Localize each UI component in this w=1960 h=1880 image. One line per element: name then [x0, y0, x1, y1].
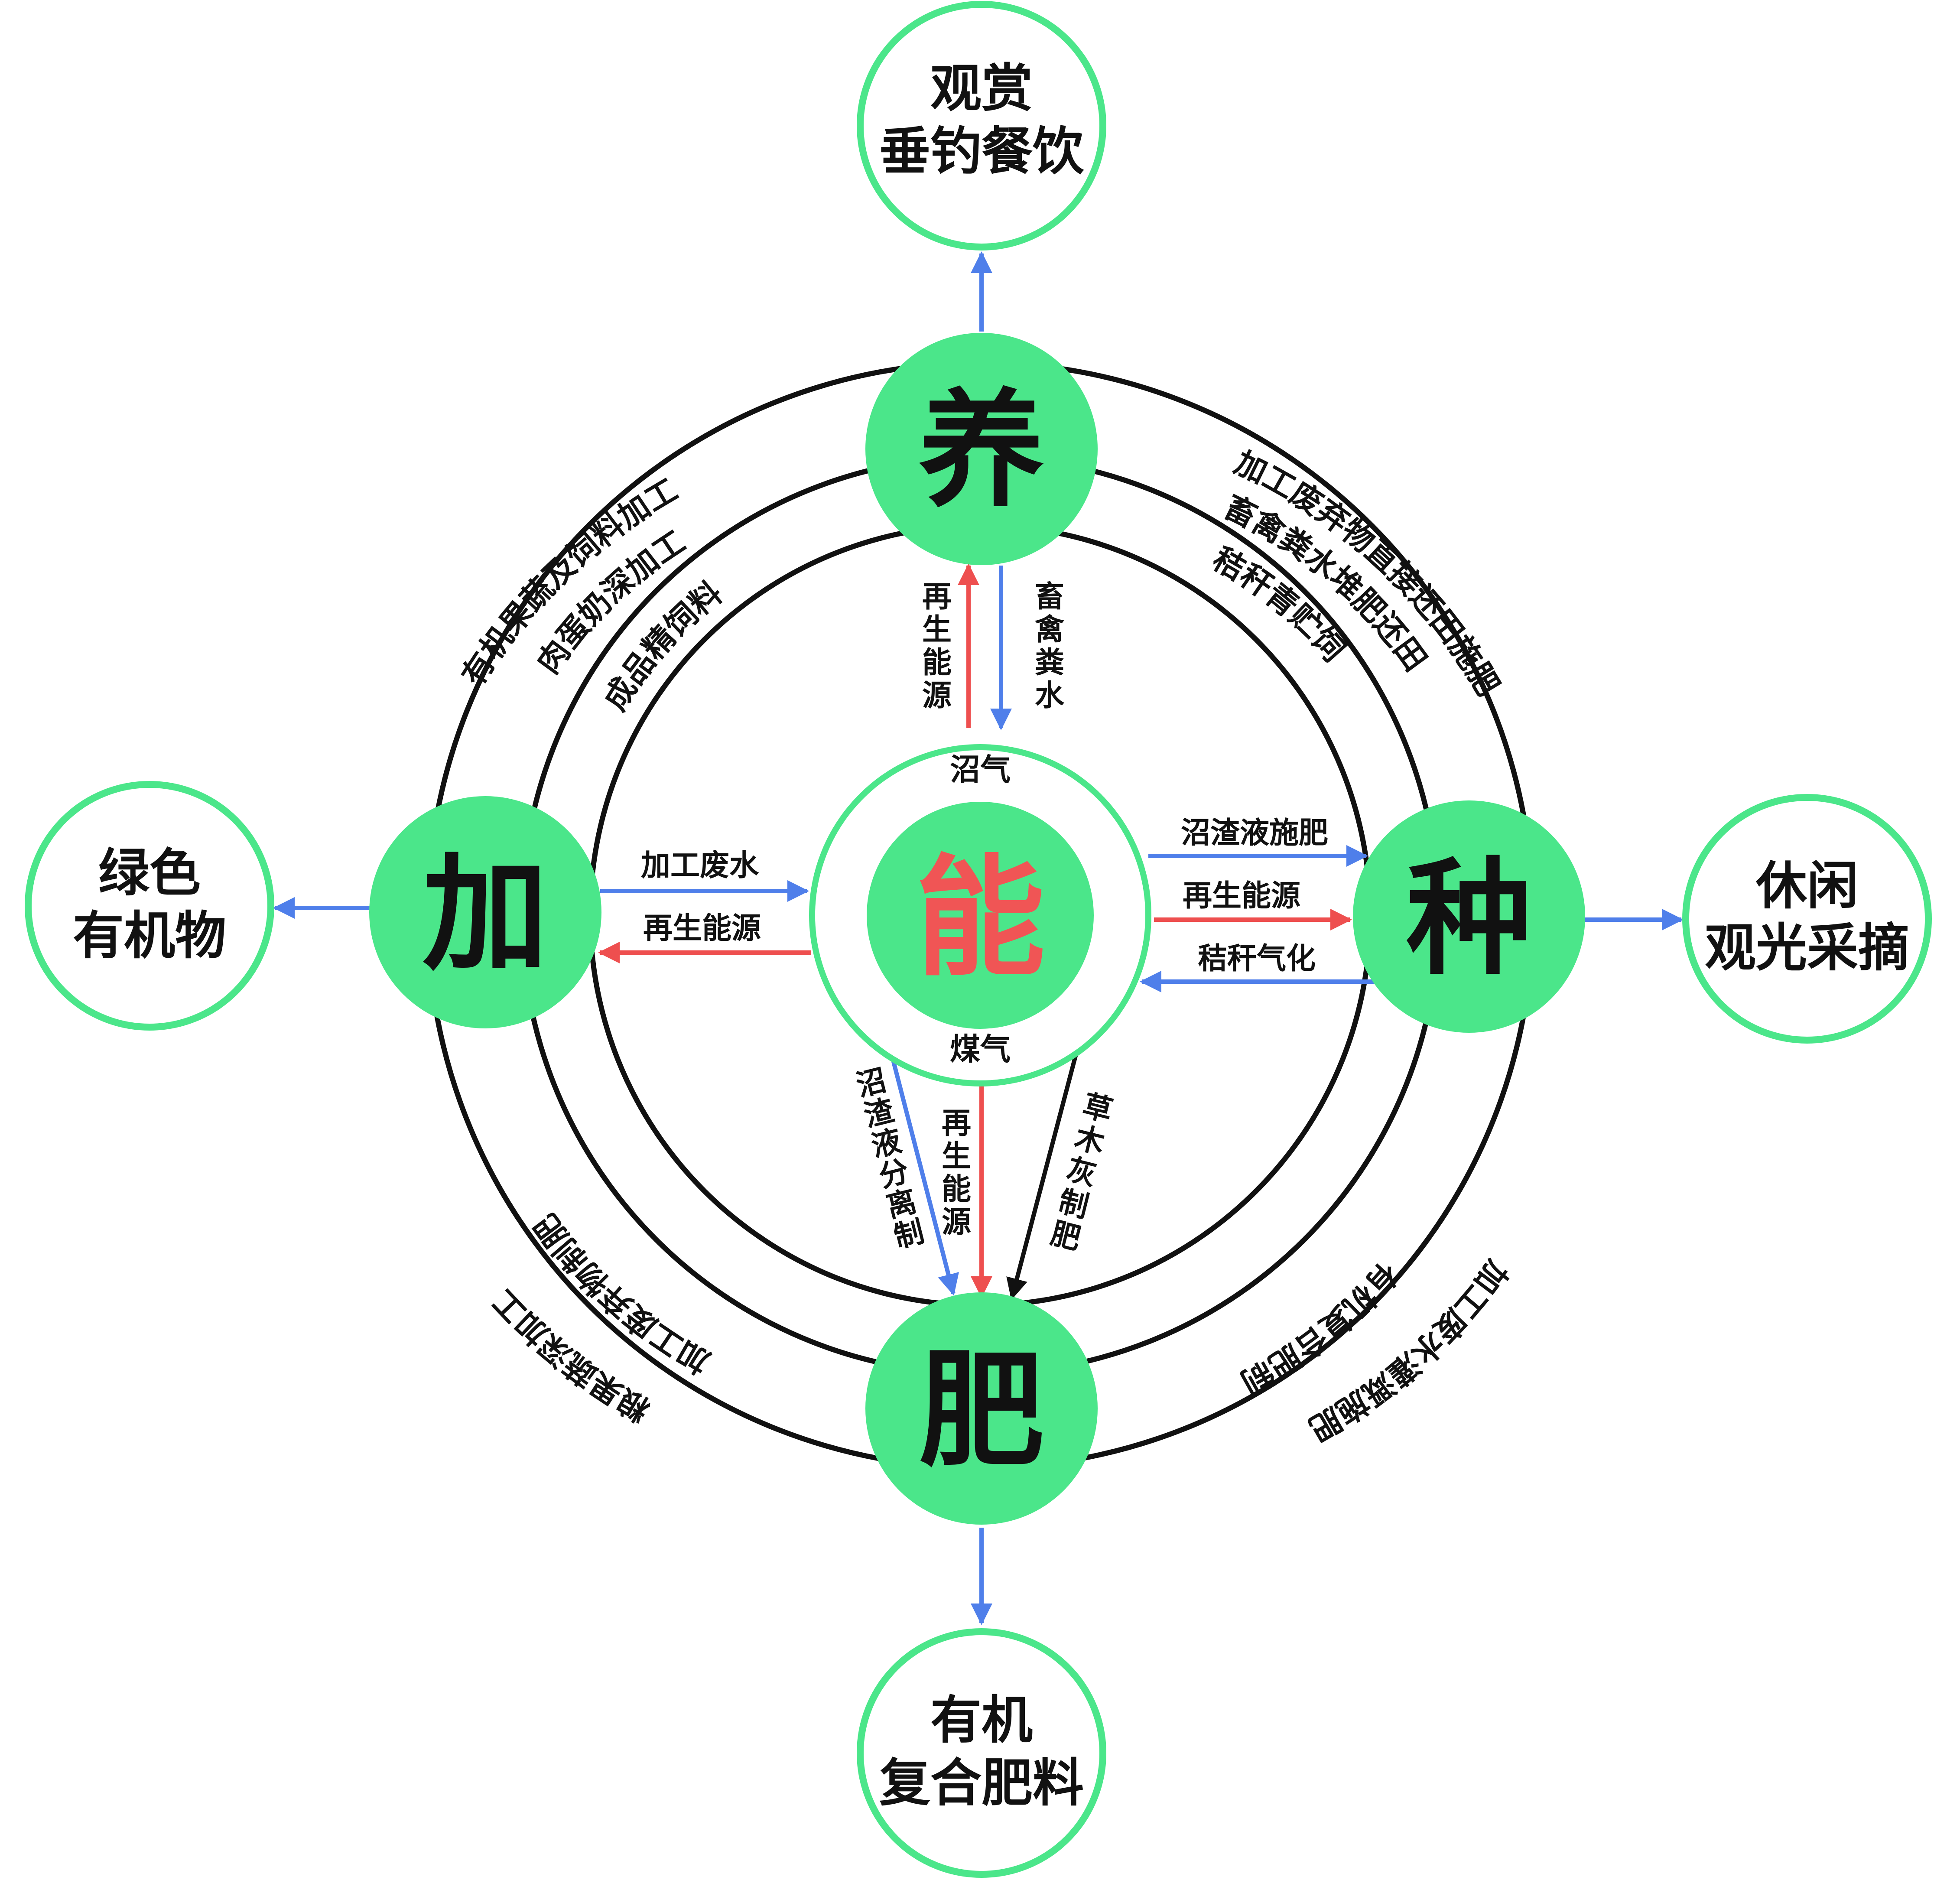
node-right-label: 种	[1406, 846, 1532, 992]
center-node-label: 能	[915, 842, 1045, 994]
center-node-group: 能 沼气 煤气	[809, 744, 1151, 1086]
label-right-top: 沼渣液施肥	[1181, 816, 1328, 850]
node-top	[865, 333, 1098, 565]
arrow-labels-horizontal: 加工废水 再生能源 沼渣液施肥 再生能源 秸秆气化	[641, 816, 1328, 976]
label-right-mid: 再生能源	[1183, 879, 1300, 913]
outer-right-line-2: 观光采摘	[1705, 918, 1909, 978]
label-top-up: 再生能源	[917, 581, 952, 712]
outer-bottom-line-2: 复合肥料	[879, 1753, 1084, 1813]
label-bottom-left: 沼渣液分离制	[848, 1064, 927, 1254]
center-ring-label-bottom: 煤气	[950, 1031, 1011, 1067]
node-left-label: 加	[423, 842, 548, 988]
label-right-bottom: 秸秆气化	[1198, 942, 1316, 976]
node-right	[1353, 800, 1585, 1033]
outer-node-right	[1682, 794, 1932, 1044]
node-bottom-label: 肥	[919, 1338, 1044, 1484]
outer-bottom-line-1: 有机	[930, 1690, 1033, 1750]
outer-node-top	[857, 1, 1106, 250]
outer-top-line-1: 观赏	[930, 59, 1033, 118]
label-bottom-mid: 再生能源	[936, 1107, 971, 1239]
label-left-left: 再生能源	[643, 911, 761, 946]
label-bottom-right: 草木灰制肥	[1042, 1088, 1116, 1256]
main-nodes: 养 加 种 肥	[369, 333, 1585, 1525]
node-left	[369, 796, 601, 1028]
outer-top-line-2: 垂钓餐饮	[879, 121, 1084, 181]
arrow-bottom-right-black	[1006, 1050, 1079, 1300]
outer-nodes: 观赏 垂钓餐饮 绿色 有机物 休闲 观光采摘 有机 复合肥料	[25, 1, 1932, 1878]
outer-left-line-2: 有机物	[73, 906, 226, 966]
arc-labels: 有机果蔬及饲料加工 肉蛋奶深加工 成品精饲料 加工废弃物直接还田施肥 畜禽粪水堆…	[0, 0, 1515, 1448]
node-top-label: 养	[919, 378, 1044, 524]
inner-arrows	[598, 563, 1375, 1300]
center-ring-label-top: 沼气	[950, 752, 1011, 787]
label-left-right: 加工废水	[641, 849, 759, 883]
center-node	[867, 802, 1094, 1029]
outer-node-left	[25, 781, 274, 1031]
outward-arrows	[273, 251, 1684, 1625]
outer-right-line-1: 休闲	[1755, 856, 1858, 916]
outer-left-line-1: 绿色	[98, 843, 201, 903]
arc-lower-right-2: 加工废水灌溉施肥	[1303, 1254, 1515, 1448]
outer-node-bottom	[857, 1628, 1106, 1878]
arrow-bottom-left-blue	[891, 1061, 959, 1296]
node-bottom	[865, 1292, 1098, 1525]
label-top-down: 畜禽粪水	[1030, 581, 1064, 712]
